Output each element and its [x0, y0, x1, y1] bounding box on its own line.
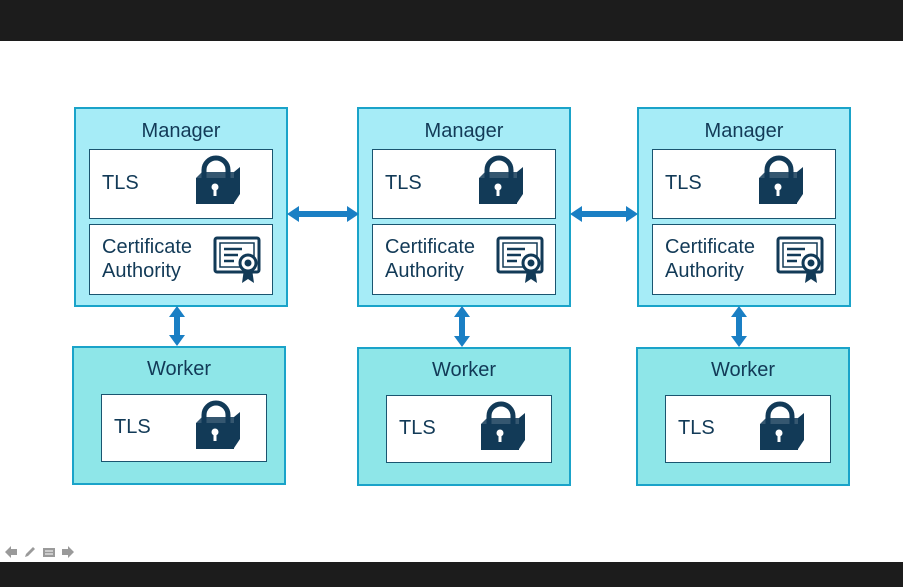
worker-title: Worker — [710, 359, 776, 381]
tls-box: TLS — [101, 394, 267, 462]
manager-2-3-link-arrow — [570, 206, 638, 222]
manager-node-2: Manager TLS Certificate Authority — [357, 107, 571, 307]
worker-title: Worker — [146, 358, 212, 380]
tls-label: TLS — [114, 416, 151, 438]
padlock-icon — [759, 155, 803, 204]
padlock-icon — [760, 401, 804, 450]
manager-1-2-link-arrow — [287, 206, 359, 222]
bottom-letterbox-bar — [0, 562, 903, 587]
tls-box: TLS — [665, 395, 831, 463]
ca-label-line-1: Certificate — [665, 236, 756, 258]
manager-title: Manager — [424, 120, 504, 142]
certificate-icon — [496, 236, 544, 283]
worker-node-1: Worker TLS — [72, 346, 286, 485]
tls-label: TLS — [665, 172, 702, 194]
tls-label: TLS — [399, 417, 436, 439]
slide-canvas: Manager TLS Certificate Authority — [0, 41, 903, 562]
next-arrow-icon[interactable] — [61, 545, 75, 559]
tls-box: TLS — [386, 395, 552, 463]
certificate-authority-box: Certificate Authority — [372, 224, 556, 295]
tls-label: TLS — [102, 172, 139, 194]
manager-worker-3-link-arrow — [731, 306, 747, 347]
manager-node-3: Manager TLS Certificate Authority — [637, 107, 851, 307]
certificate-authority-box: Certificate Authority — [652, 224, 836, 295]
manager-worker-1-link-arrow — [169, 306, 185, 346]
tls-box: TLS — [652, 149, 836, 219]
padlock-icon — [196, 400, 240, 449]
tls-label: TLS — [678, 417, 715, 439]
worker-node-3: Worker TLS — [636, 347, 850, 486]
top-letterbox-bar — [0, 0, 903, 41]
ca-label-line-1: Certificate — [102, 236, 193, 258]
certificate-authority-box: Certificate Authority — [89, 224, 273, 295]
previous-arrow-icon[interactable] — [4, 545, 18, 559]
pen-icon[interactable] — [23, 545, 37, 559]
ca-label-line-2: Authority — [102, 260, 181, 282]
manager-title: Manager — [141, 120, 221, 142]
tls-box: TLS — [372, 149, 556, 219]
certificate-icon — [776, 236, 824, 283]
worker-node-2: Worker TLS — [357, 347, 571, 486]
manager-worker-2-link-arrow — [454, 306, 470, 347]
ca-label-line-2: Authority — [385, 260, 464, 282]
certificate-icon — [213, 236, 261, 283]
padlock-icon — [196, 155, 240, 204]
tls-box: TLS — [89, 149, 273, 219]
manager-title: Manager — [704, 120, 784, 142]
worker-title: Worker — [431, 359, 497, 381]
ca-label-line-2: Authority — [665, 260, 744, 282]
tls-label: TLS — [385, 172, 422, 194]
padlock-icon — [481, 401, 525, 450]
ca-label-line-1: Certificate — [385, 236, 476, 258]
menu-icon[interactable] — [42, 545, 56, 559]
padlock-icon — [479, 155, 523, 204]
manager-node-1: Manager TLS Certificate Authority — [74, 107, 288, 307]
